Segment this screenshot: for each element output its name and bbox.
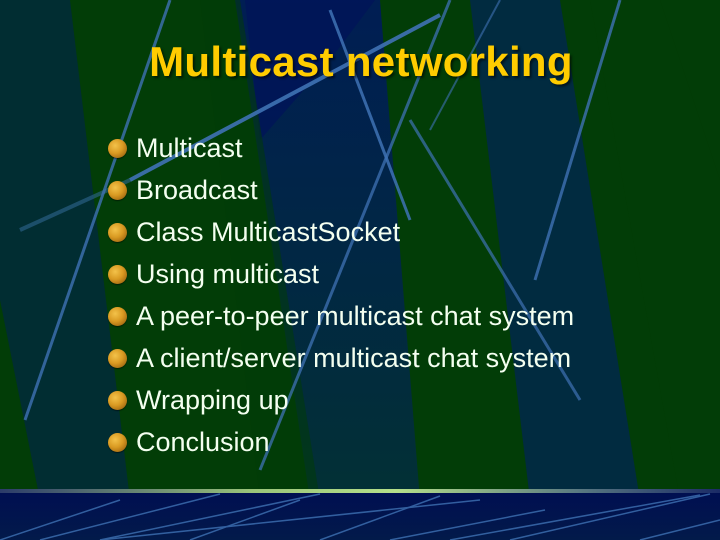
gold-sphere-bullet-icon xyxy=(108,432,127,452)
bullet-text: A peer-to-peer multicast chat system xyxy=(136,301,575,331)
bullet-text: Multicast xyxy=(136,133,243,163)
gold-sphere-bullet-icon xyxy=(108,222,127,242)
bullet-text: Wrapping up xyxy=(136,385,289,415)
bullet-text: Conclusion xyxy=(136,427,270,457)
slide-title: Multicast networking xyxy=(149,38,573,85)
bullet-item: A peer-to-peer multicast chat system xyxy=(108,295,574,337)
gold-sphere-bullet-icon xyxy=(108,180,127,200)
bullet-item: Conclusion xyxy=(108,421,574,463)
bullet-text: A client/server multicast chat system xyxy=(136,343,572,373)
bullet-list: Multicast Broadcast Class MulticastSocke… xyxy=(108,127,574,463)
bullet-item: Class MulticastSocket xyxy=(108,211,574,253)
bullet-item: Multicast xyxy=(108,127,574,169)
gold-sphere-bullet-icon xyxy=(108,306,127,326)
bullet-text: Using multicast xyxy=(136,259,320,289)
bullet-item: Using multicast xyxy=(108,253,574,295)
bullet-item: Broadcast xyxy=(108,169,574,211)
gold-sphere-bullet-icon xyxy=(108,138,127,158)
gold-sphere-bullet-icon xyxy=(108,390,127,410)
gold-sphere-bullet-icon xyxy=(108,348,127,368)
bullet-item: Wrapping up xyxy=(108,379,574,421)
bullet-text: Broadcast xyxy=(136,175,258,205)
gold-sphere-bullet-icon xyxy=(108,264,127,284)
bullet-text: Class MulticastSocket xyxy=(136,217,401,247)
bullet-item: A client/server multicast chat system xyxy=(108,337,574,379)
